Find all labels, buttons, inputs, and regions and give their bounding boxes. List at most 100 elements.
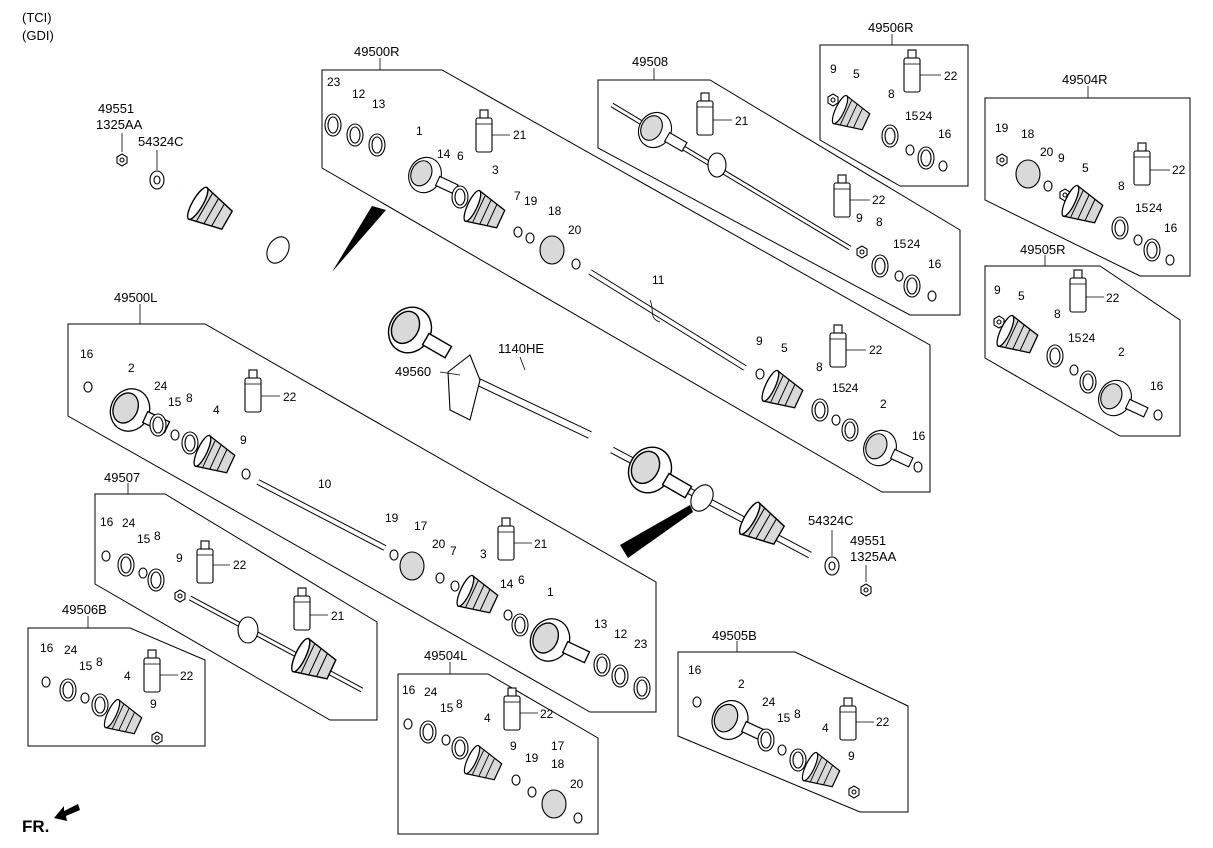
callout-2: 2 xyxy=(1118,345,1125,359)
callout-8: 8 xyxy=(154,529,161,543)
callout-14: 14 xyxy=(437,147,451,161)
callout-22: 22 xyxy=(233,558,247,572)
callout-3: 3 xyxy=(492,163,499,177)
callout-24: 24 xyxy=(762,695,776,709)
callout-24: 24 xyxy=(907,237,921,251)
callout-9: 9 xyxy=(830,62,837,76)
callout-3: 3 xyxy=(480,547,487,561)
group-label-49507: 49507 xyxy=(104,470,140,485)
callout-17: 17 xyxy=(551,739,565,753)
upper-right-driveshaft xyxy=(176,184,461,374)
callout-20: 20 xyxy=(568,223,582,237)
callout-24: 24 xyxy=(1149,201,1163,215)
callout-1: 1 xyxy=(416,124,423,138)
callout-23: 23 xyxy=(327,75,341,89)
label-49551-bottom: 49551 xyxy=(850,533,886,548)
label-1325AA-bottom: 1325AA xyxy=(850,549,897,564)
callout-22: 22 xyxy=(540,707,554,721)
box-49505B xyxy=(677,651,909,813)
group-label-49504R: 49504R xyxy=(1062,72,1108,87)
callout-8: 8 xyxy=(456,697,463,711)
callout-24: 24 xyxy=(154,379,168,393)
callout-9: 9 xyxy=(510,739,517,753)
callout-15: 15 xyxy=(832,381,846,395)
callout-15: 15 xyxy=(905,109,919,123)
callout-4: 4 xyxy=(822,721,829,735)
callout-1: 1 xyxy=(547,585,554,599)
callout-8: 8 xyxy=(96,655,103,669)
callout-numbers: 23 12 13 1 14 6 21 3 7 19 18 20 11 9 5 2… xyxy=(40,62,1186,791)
front-direction-arrow-icon xyxy=(54,804,80,821)
group-label-49506R: 49506R xyxy=(868,20,914,35)
group-label-49505R: 49505R xyxy=(1020,242,1066,257)
lower-right-driveshaft xyxy=(610,438,812,559)
label-1140HE: 1140HE xyxy=(498,341,544,356)
group-label-49508: 49508 xyxy=(632,54,668,69)
callout-9: 9 xyxy=(1058,151,1065,165)
callout-20: 20 xyxy=(570,777,584,791)
callout-9: 9 xyxy=(856,211,863,225)
callout-8: 8 xyxy=(888,87,895,101)
callout-24: 24 xyxy=(64,643,78,657)
group-label-49505B: 49505B xyxy=(712,628,757,643)
callout-9: 9 xyxy=(848,749,855,763)
callout-15: 15 xyxy=(1135,201,1149,215)
callout-4: 4 xyxy=(124,669,131,683)
box-49507 xyxy=(94,493,378,721)
callout-20: 20 xyxy=(432,537,446,551)
callout-2: 2 xyxy=(128,361,135,375)
callout-24: 24 xyxy=(1082,331,1096,345)
callout-5: 5 xyxy=(781,341,788,355)
callout-9: 9 xyxy=(150,697,157,711)
callout-22: 22 xyxy=(1106,291,1120,305)
callout-16: 16 xyxy=(688,663,702,677)
box-49500R xyxy=(321,69,931,493)
leader-lines xyxy=(160,74,1170,723)
callout-8: 8 xyxy=(816,360,823,374)
callout-9: 9 xyxy=(994,283,1001,297)
callout-4: 4 xyxy=(213,403,220,417)
callout-15: 15 xyxy=(79,659,93,673)
box-49506R xyxy=(819,44,969,187)
callout-9: 9 xyxy=(756,334,763,348)
callout-15: 15 xyxy=(137,532,151,546)
callout-12: 12 xyxy=(614,627,628,641)
callout-8: 8 xyxy=(876,215,883,229)
front-label: FR. xyxy=(22,817,49,836)
callout-12: 12 xyxy=(352,87,366,101)
callout-4: 4 xyxy=(484,711,491,725)
callout-10: 10 xyxy=(318,477,332,491)
callout-16: 16 xyxy=(40,641,54,655)
callout-5: 5 xyxy=(1018,289,1025,303)
callout-16: 16 xyxy=(402,683,416,697)
callout-15: 15 xyxy=(893,237,907,251)
callout-24: 24 xyxy=(919,109,933,123)
callout-5: 5 xyxy=(853,67,860,81)
callout-24: 24 xyxy=(845,381,859,395)
header-tci-label: (TCI) xyxy=(22,10,52,25)
callout-8: 8 xyxy=(1118,179,1125,193)
callout-2: 2 xyxy=(880,397,887,411)
callout-8: 8 xyxy=(794,707,801,721)
callout-16: 16 xyxy=(80,347,94,361)
pointer-wedge-upper xyxy=(332,206,386,272)
intermediate-shaft-assembly xyxy=(447,354,592,439)
callout-22: 22 xyxy=(869,343,883,357)
label-49560: 49560 xyxy=(395,364,431,379)
callout-21: 21 xyxy=(331,609,345,623)
callout-13: 13 xyxy=(594,617,608,631)
callout-15: 15 xyxy=(777,711,791,725)
callout-16: 16 xyxy=(912,429,926,443)
callout-22: 22 xyxy=(1172,163,1186,177)
callout-16: 16 xyxy=(938,127,952,141)
callout-6: 6 xyxy=(518,573,525,587)
callout-19: 19 xyxy=(385,511,399,525)
label-54324C-bottom: 54324C xyxy=(808,513,854,528)
callout-20: 20 xyxy=(1040,145,1054,159)
callout-6: 6 xyxy=(457,149,464,163)
group-label-49500L: 49500L xyxy=(114,290,157,305)
callout-23: 23 xyxy=(634,637,648,651)
label-49551-top: 49551 xyxy=(98,101,134,116)
callout-16: 16 xyxy=(100,515,114,529)
